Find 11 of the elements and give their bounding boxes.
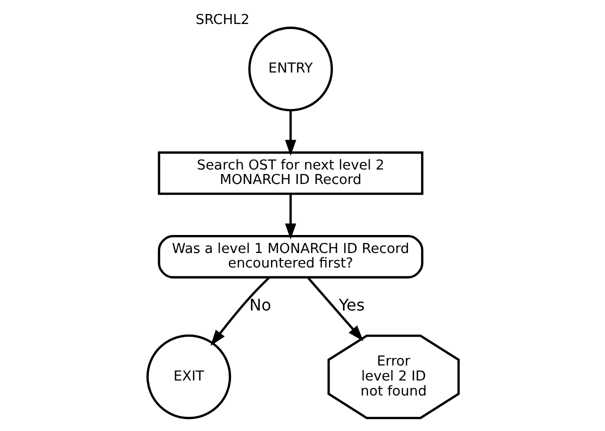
node-box: Search OST for next level 2 MONARCH ID Record: [157, 151, 423, 195]
edge-label: No: [248, 296, 271, 315]
node-circle: ENTRY: [248, 26, 332, 112]
node-circle: EXIT: [146, 334, 231, 420]
node-box: Was a level 1 MONARCH ID Record encountered first?: [157, 234, 423, 278]
node-label: SRCHL2: [195, 12, 249, 28]
arrow: [306, 276, 363, 342]
arrow: [284, 194, 296, 240]
edge-label: Yes: [338, 296, 364, 315]
arrow: [210, 276, 270, 346]
arrow: [284, 110, 296, 156]
